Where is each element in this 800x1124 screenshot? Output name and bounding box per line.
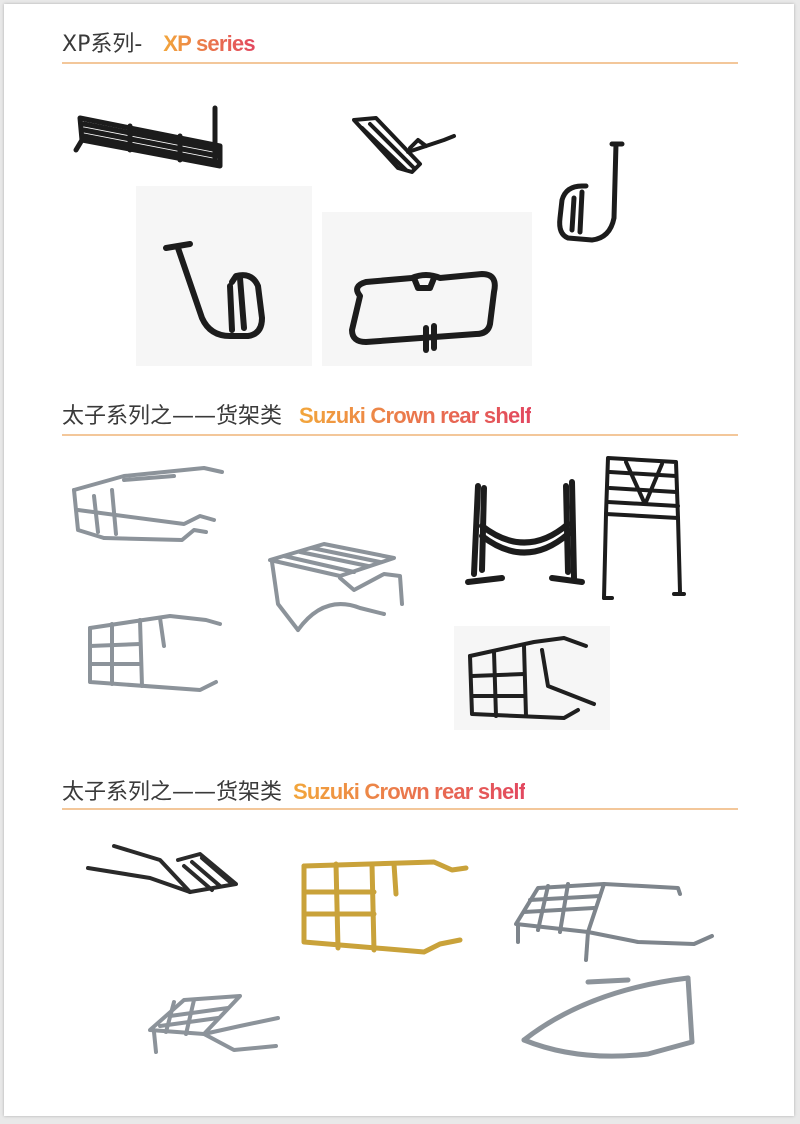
product-image	[518, 970, 708, 1066]
section-title-cn: XP系列-	[62, 32, 143, 57]
crash-bar-black-icon	[163, 241, 265, 339]
side-rail-black-icon	[352, 116, 456, 174]
section-heading-crown-1: 太子系列之——货架类 Suzuki Crown rear shelf	[62, 398, 532, 430]
section-divider	[62, 62, 738, 64]
rear-rack-black-icon	[73, 105, 223, 169]
section-divider	[62, 808, 738, 810]
product-image	[80, 606, 230, 696]
rear-rack-chrome-icon	[468, 636, 596, 720]
rear-rack-chrome-icon	[88, 614, 222, 692]
product-image	[596, 448, 688, 604]
rear-rack-chrome-icon	[514, 882, 714, 962]
crash-bar-black-icon	[465, 479, 585, 585]
rear-rack-chrome-icon	[72, 466, 224, 542]
rear-rack-black-icon	[602, 456, 686, 600]
product-image	[136, 186, 312, 366]
section-title-en: Suzuki Crown rear shelf	[293, 779, 526, 804]
section-title-cn: 太子系列之——货架类	[62, 404, 283, 429]
product-image	[454, 626, 610, 730]
section-heading-crown-2: 太子系列之——货架类 Suzuki Crown rear shelf	[62, 774, 526, 806]
product-image	[508, 872, 718, 972]
section-title-en: Suzuki Crown rear shelf	[299, 403, 532, 428]
front-guard-black-icon	[349, 271, 498, 353]
grab-rail-chrome-icon	[521, 975, 695, 1059]
product-image	[462, 474, 588, 592]
product-image	[348, 110, 468, 190]
product-image	[64, 460, 228, 550]
product-image	[70, 88, 234, 180]
rear-rack-gold-icon	[301, 859, 469, 955]
product-image	[80, 840, 244, 900]
crash-bar-black-icon	[557, 141, 625, 243]
rear-rack-chrome-icon	[268, 542, 404, 632]
section-title-cn: 太子系列之——货架类	[62, 780, 283, 805]
product-image	[322, 212, 532, 366]
section-heading-xp: XP系列- XP series	[62, 26, 256, 58]
section-title-en: XP series	[163, 31, 255, 56]
catalog-page: XP系列- XP series	[4, 4, 794, 1116]
rear-rack-chrome-icon	[148, 994, 280, 1054]
product-image	[284, 852, 474, 962]
product-image	[264, 534, 414, 638]
section-divider	[62, 434, 738, 436]
product-image	[552, 138, 632, 250]
product-image	[144, 988, 284, 1068]
rear-rack-black-icon	[86, 844, 238, 894]
